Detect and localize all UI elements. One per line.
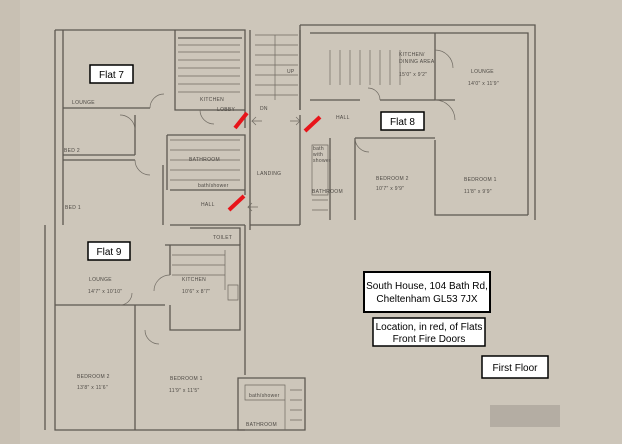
svg-text:Location, in red, of Flats: Location, in red, of Flats xyxy=(376,322,483,333)
room-label: BED 2 xyxy=(64,148,80,154)
room-label: KITCHEN xyxy=(200,97,224,103)
room-label: BATHROOM xyxy=(312,189,343,195)
bottom-bathroom-walls xyxy=(237,377,306,431)
room-label: 11'9" x 11'5" xyxy=(169,388,200,394)
arrow-icon xyxy=(251,116,262,126)
room-label: shower xyxy=(313,158,331,164)
arrow-icon xyxy=(290,116,301,126)
flat-8-walls xyxy=(299,24,536,220)
room-label: 13'8" x 11'6" xyxy=(77,385,108,391)
room-label: BEDROOM 1 xyxy=(170,376,203,382)
room-label: TOILET xyxy=(213,235,232,241)
svg-text:Front Fire Doors: Front Fire Doors xyxy=(393,334,466,345)
room-label: BED 1 xyxy=(65,205,81,211)
room-label: 10'7" x 9'9" xyxy=(376,186,404,192)
svg-text:South House, 104 Bath Rd,: South House, 104 Bath Rd, xyxy=(366,281,488,292)
legend-box: Location, in red, of Flats Front Fire Do… xyxy=(372,317,486,347)
svg-text:Flat 8: Flat 8 xyxy=(390,117,415,128)
floor-label: First Floor xyxy=(481,355,549,379)
room-label: LOUNGE xyxy=(471,69,494,75)
room-label: 15'0" x 9'2" xyxy=(399,72,427,78)
room-label: BATHROOM xyxy=(246,422,277,428)
svg-text:Flat 9: Flat 9 xyxy=(96,247,121,258)
room-label: LANDING xyxy=(257,171,281,177)
flat-9-label: Flat 9 xyxy=(87,241,131,261)
arrow-icon xyxy=(247,202,258,212)
flat-8-label: Flat 8 xyxy=(380,111,425,131)
room-label: with xyxy=(313,152,323,158)
room-label: HALL xyxy=(336,115,350,121)
room-label: KITCHEN xyxy=(182,277,206,283)
room-label: BEDROOM 2 xyxy=(376,176,409,182)
room-label: 14'7" x 10'10" xyxy=(88,289,122,295)
svg-text:Flat 7: Flat 7 xyxy=(99,70,124,81)
room-label: 11'8" x 9'9" xyxy=(464,189,492,195)
address-box: South House, 104 Bath Rd, Cheltenham GL5… xyxy=(363,271,491,313)
room-label: bath xyxy=(313,146,324,152)
room-label: LOUNGE xyxy=(72,100,95,106)
fire-door-flat-7-hall xyxy=(227,194,246,212)
fire-door-flat-8 xyxy=(303,115,322,133)
room-label: KITCHEN/ xyxy=(399,52,425,58)
room-label: DINING AREA xyxy=(399,59,435,65)
room-label: bath/shower xyxy=(249,393,280,399)
room-label: UP xyxy=(287,69,295,75)
svg-text:Cheltenham GL53 7JX: Cheltenham GL53 7JX xyxy=(376,294,478,305)
flat-7-walls xyxy=(54,29,246,226)
room-label: BATHROOM xyxy=(189,157,220,163)
blurred-stamp xyxy=(490,405,560,427)
room-label: 10'6" x 8'7" xyxy=(182,289,210,295)
room-label: LOUNGE xyxy=(89,277,112,283)
room-label: BEDROOM 1 xyxy=(464,177,497,183)
flat-9-walls xyxy=(44,225,246,431)
room-label: BEDROOM 2 xyxy=(77,374,110,380)
room-label: DN xyxy=(260,106,268,112)
fire-door-flat-7-lobby xyxy=(233,111,249,130)
room-label: 14'0" x 11'9" xyxy=(468,81,499,87)
svg-text:First Floor: First Floor xyxy=(493,363,539,374)
room-label: bath/shower xyxy=(198,183,229,189)
flat-7-label: Flat 7 xyxy=(89,64,134,84)
room-label: LOBBY xyxy=(217,107,236,113)
room-label: HALL xyxy=(201,202,215,208)
